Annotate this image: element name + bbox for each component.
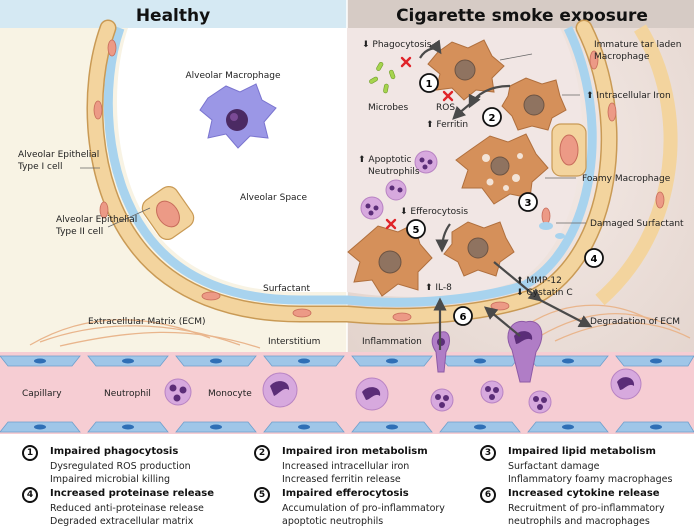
ecm-fibers <box>29 304 691 349</box>
legend-line-3a: Surfactant damage <box>508 461 600 472</box>
label-mmp12: ⬆ MMP-12 <box>516 276 562 286</box>
neutrophils-smoke <box>430 380 552 414</box>
monocytes-smoke <box>355 368 642 411</box>
microbes <box>369 61 396 94</box>
alveolar-macrophage-healthy <box>199 83 277 149</box>
legend-num-2: 2 <box>254 445 270 461</box>
label-ros: ROS <box>436 103 455 113</box>
legend-line-2a: Increased intracellular iron <box>282 461 410 472</box>
label-phagocytosis: ⬇ Phagocytosis <box>362 40 432 50</box>
label-neutrophil: Neutrophil <box>104 389 151 399</box>
healthy-title: Healthy <box>136 6 210 26</box>
smoke-title: Cigarette smoke exposure <box>396 6 648 26</box>
svg-text:4: 4 <box>591 254 598 265</box>
label-intracellular-iron: ⬆ Intracellular Iron <box>586 91 671 101</box>
step-badge-5: 5 <box>406 219 426 239</box>
endothelial-nuclei <box>34 358 662 430</box>
legend-title-3: Impaired lipid metabolism <box>508 446 656 457</box>
label-cystatin: ⬇ Cystatin C <box>516 288 573 298</box>
step-badges: 1 2 3 4 5 6 <box>406 73 604 326</box>
legend-line-6a: Recruitment of pro-inflammatory <box>508 503 665 514</box>
legend-line-1a: Dysregulated ROS production <box>50 461 191 472</box>
label-type1-line2: Type I cell <box>17 162 63 172</box>
tar-macrophage-efferocytosis <box>347 223 433 297</box>
step-badge-1: 1 <box>419 73 439 93</box>
label-il8: ⬆ IL-8 <box>425 283 452 293</box>
type-ii-cell-healthy <box>141 186 195 240</box>
svg-text:1: 1 <box>426 79 433 90</box>
red-x-icon <box>385 56 454 230</box>
tar-macrophage-immature <box>427 39 505 101</box>
type-ii-cell-smoke <box>551 123 587 177</box>
label-alveolar-space: Alveolar Space <box>240 193 307 203</box>
step-badge-4: 4 <box>584 248 604 268</box>
leader-lines <box>80 53 586 228</box>
legend-title-1: Impaired phagocytosis <box>50 446 179 457</box>
healthy-header <box>0 0 347 28</box>
legend-num-3: 3 <box>480 445 496 461</box>
label-immature-line2: Macrophage <box>594 52 650 62</box>
label-monocyte: Monocyte <box>208 389 252 399</box>
svg-text:3: 3 <box>525 198 532 209</box>
tar-macrophage-iron <box>501 77 567 131</box>
legend: 1 Impaired phagocytosis Dysregulated ROS… <box>0 434 694 532</box>
legend-title-2: Impaired iron metabolism <box>282 446 428 457</box>
legend-line-6b: neutrophils and macrophages <box>508 516 650 527</box>
damaged-surfactant <box>539 222 565 239</box>
label-surfactant: Surfactant <box>263 284 310 294</box>
apoptotic-neutrophils <box>360 150 438 220</box>
label-type2-line2: Type II cell <box>55 227 103 237</box>
svg-text:2: 2 <box>489 113 496 124</box>
label-damaged-surfactant: Damaged Surfactant <box>590 219 684 229</box>
legend-num-6: 6 <box>480 487 496 503</box>
neutrophil-healthy <box>164 378 192 406</box>
step-badge-3: 3 <box>518 192 538 212</box>
label-type2-line1: Alveolar Epithelial <box>56 215 137 225</box>
label-degradation: Degradation of ECM <box>590 317 680 327</box>
epithelium-wall-right <box>595 24 678 306</box>
tar-macrophage-mmp <box>443 221 515 277</box>
svg-text:5: 5 <box>413 225 420 236</box>
label-alveolar-macrophage: Alveolar Macrophage <box>185 71 280 81</box>
label-capillary: Capillary <box>22 389 62 399</box>
smoke-header <box>347 0 694 28</box>
label-inflammation: Inflammation <box>362 337 422 347</box>
label-type1-line1: Alveolar Epithelial <box>18 150 99 160</box>
label-apoptotic-line1: ⬆ Apoptotic <box>358 155 412 165</box>
step-badge-6: 6 <box>453 306 473 326</box>
label-ecm: Extracellular Matrix (ECM) <box>88 317 205 327</box>
step-badge-2: 2 <box>482 107 502 127</box>
legend-line-5a: Accumulation of pro-inflammatory <box>282 503 445 514</box>
legend-line-4a: Reduced anti-proteinase release <box>50 503 204 514</box>
legend-title-4: Increased proteinase release <box>50 488 215 499</box>
legend-line-2b: Increased ferritin release <box>282 474 401 485</box>
legend-line-4b: Degraded extracellular matrix <box>50 516 194 527</box>
label-microbes: Microbes <box>368 103 408 113</box>
legend-title-6: Increased cytokine release <box>508 488 660 499</box>
label-interstitium: Interstitium <box>268 337 320 347</box>
legend-line-3b: Inflammatory foamy macrophages <box>508 474 673 485</box>
legend-title-5: Impaired efferocytosis <box>282 488 409 499</box>
legend-num-4: 4 <box>22 487 38 503</box>
surfactant-layer <box>103 26 597 307</box>
monocyte-healthy <box>262 372 298 408</box>
legend-num-5: 5 <box>254 487 270 503</box>
label-immature-line1: Immature tar laden <box>594 40 681 50</box>
label-apoptotic-line2: Neutrophils <box>368 167 420 177</box>
legend-num-1: 1 <box>22 445 38 461</box>
epithelium-wall <box>87 21 617 324</box>
epithelial-nuclei <box>93 39 665 322</box>
pathway-arrows <box>419 39 593 350</box>
legend-line-5b: apoptotic neutrophils <box>282 516 384 527</box>
label-foamy: Foamy Macrophage <box>582 174 671 184</box>
label-ferritin: ⬆ Ferritin <box>426 120 468 130</box>
svg-text:6: 6 <box>460 312 467 323</box>
legend-line-1b: Impaired microbial killing <box>50 474 171 485</box>
label-efferocytosis: ⬇ Efferocytosis <box>400 207 468 217</box>
foamy-macrophage <box>455 133 549 205</box>
